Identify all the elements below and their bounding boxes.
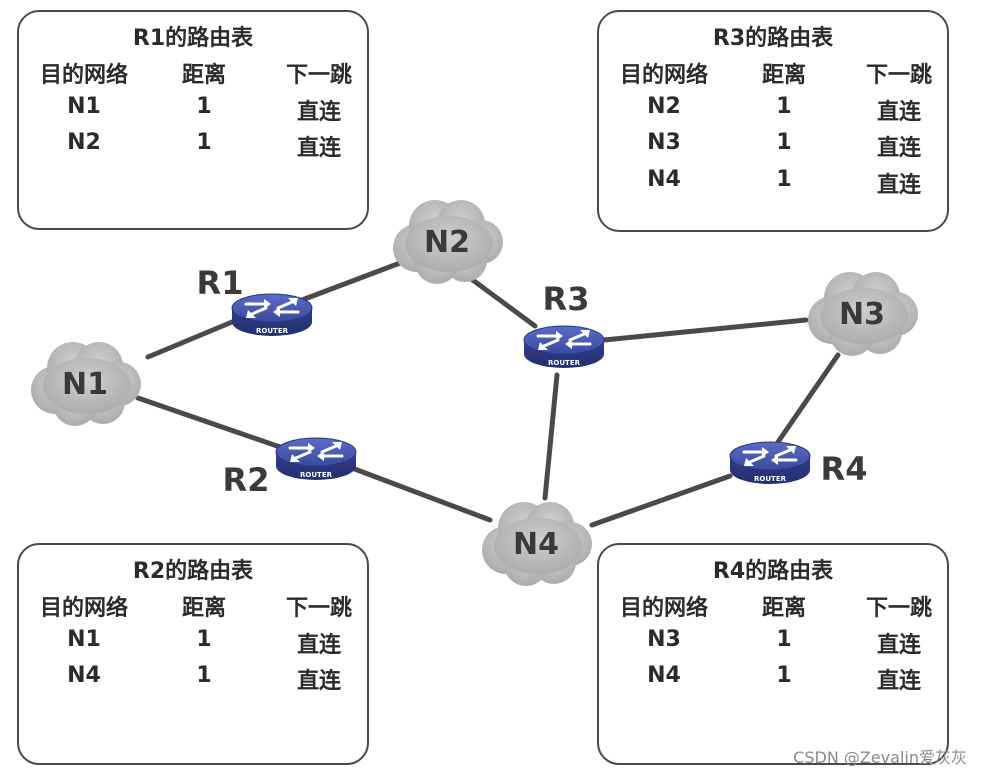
link-r3-n3 (601, 317, 809, 343)
header-destination: 目的网络 (39, 596, 128, 621)
cloud-n1: N1 (31, 342, 141, 426)
link-r2-n1 (135, 395, 283, 450)
router-r2: ROUTER (274, 436, 358, 482)
cell-next-hop: 直连 (876, 100, 921, 125)
link-r4-n3 (775, 352, 841, 445)
cell-next-hop: 直连 (876, 136, 921, 161)
network-label-n2: N2 (424, 225, 470, 260)
cell-distance: 1 (776, 130, 792, 155)
link-r3-n4 (542, 372, 560, 501)
cell-distance: 1 (196, 94, 212, 119)
cell-destination: N4 (67, 663, 101, 688)
cloud-n4: N4 (482, 502, 592, 586)
table-title: R3的路由表 (712, 26, 834, 51)
link-r1-n1 (145, 319, 235, 360)
network-label-n3: N3 (839, 297, 885, 332)
routing-table-r2: R2的路由表 目的网络 距离 下一跳 N1 1 直连 N4 1 直连 (17, 543, 369, 765)
router-r3: ROUTER (522, 324, 606, 370)
header-destination: 目的网络 (39, 63, 128, 88)
cell-distance: 1 (196, 130, 212, 155)
router-device-text-r2: ROUTER (300, 471, 333, 479)
cell-distance: 1 (196, 627, 212, 652)
cell-next-hop: 直连 (876, 173, 921, 198)
cell-destination: N1 (67, 94, 101, 119)
cell-distance: 1 (776, 167, 792, 192)
table-title: R2的路由表 (132, 559, 254, 584)
router-device-text-r4: ROUTER (754, 475, 787, 483)
router-label-r4: R4 (821, 450, 868, 488)
router-label-r3: R3 (543, 280, 590, 318)
cloud-n3: N3 (808, 272, 918, 356)
header-distance: 距离 (761, 596, 806, 621)
header-distance: 距离 (181, 596, 226, 621)
header-distance: 距离 (181, 63, 226, 88)
routing-table-r3: R3的路由表 目的网络 距离 下一跳 N2 1 直连 N3 1 直连 N4 1 … (597, 10, 949, 232)
cell-destination: N4 (647, 663, 681, 688)
watermark: CSDN @Zevalin爱灰灰 (793, 748, 967, 767)
header-next-hop: 下一跳 (865, 63, 932, 88)
network-label-n1: N1 (62, 367, 108, 402)
cell-distance: 1 (776, 94, 792, 119)
router-device-text-r1: ROUTER (256, 327, 289, 335)
header-next-hop: 下一跳 (285, 63, 352, 88)
cell-next-hop: 直连 (296, 669, 341, 694)
cell-destination: N2 (647, 94, 681, 119)
routing-table-r4: R4的路由表 目的网络 距离 下一跳 N3 1 直连 N4 1 直连 (597, 543, 949, 765)
cell-distance: 1 (776, 663, 792, 688)
cell-distance: 1 (776, 627, 792, 652)
table-title: R4的路由表 (712, 559, 834, 584)
cell-distance: 1 (196, 663, 212, 688)
cloud-n2: N2 (393, 200, 503, 284)
cell-next-hop: 直连 (876, 669, 921, 694)
cell-destination: N3 (647, 627, 681, 652)
router-label-r1: R1 (197, 264, 244, 302)
header-distance: 距离 (761, 63, 806, 88)
cell-next-hop: 直连 (296, 100, 341, 125)
cell-destination: N3 (647, 130, 681, 155)
table-title: R1的路由表 (132, 26, 254, 51)
cell-destination: N2 (67, 130, 101, 155)
link-r3-n2 (467, 275, 538, 329)
routing-table-r1: R1的路由表 目的网络 距离 下一跳 N1 1 直连 N2 1 直连 (17, 10, 369, 230)
router-label-r2: R2 (223, 461, 270, 499)
router-r4: ROUTER (728, 440, 812, 486)
link-r2-n4 (349, 465, 493, 523)
cell-destination: N1 (67, 627, 101, 652)
header-destination: 目的网络 (619, 63, 708, 88)
header-next-hop: 下一跳 (285, 596, 352, 621)
link-r1-n2 (299, 260, 403, 303)
link-r4-n4 (589, 473, 733, 528)
network-label-n4: N4 (513, 527, 559, 562)
header-next-hop: 下一跳 (865, 596, 932, 621)
cell-destination: N4 (647, 167, 681, 192)
router-r1: ROUTER (230, 292, 314, 338)
router-device-text-r3: ROUTER (548, 359, 581, 367)
header-destination: 目的网络 (619, 596, 708, 621)
cell-next-hop: 直连 (296, 633, 341, 658)
cell-next-hop: 直连 (296, 136, 341, 161)
cell-next-hop: 直连 (876, 633, 921, 658)
